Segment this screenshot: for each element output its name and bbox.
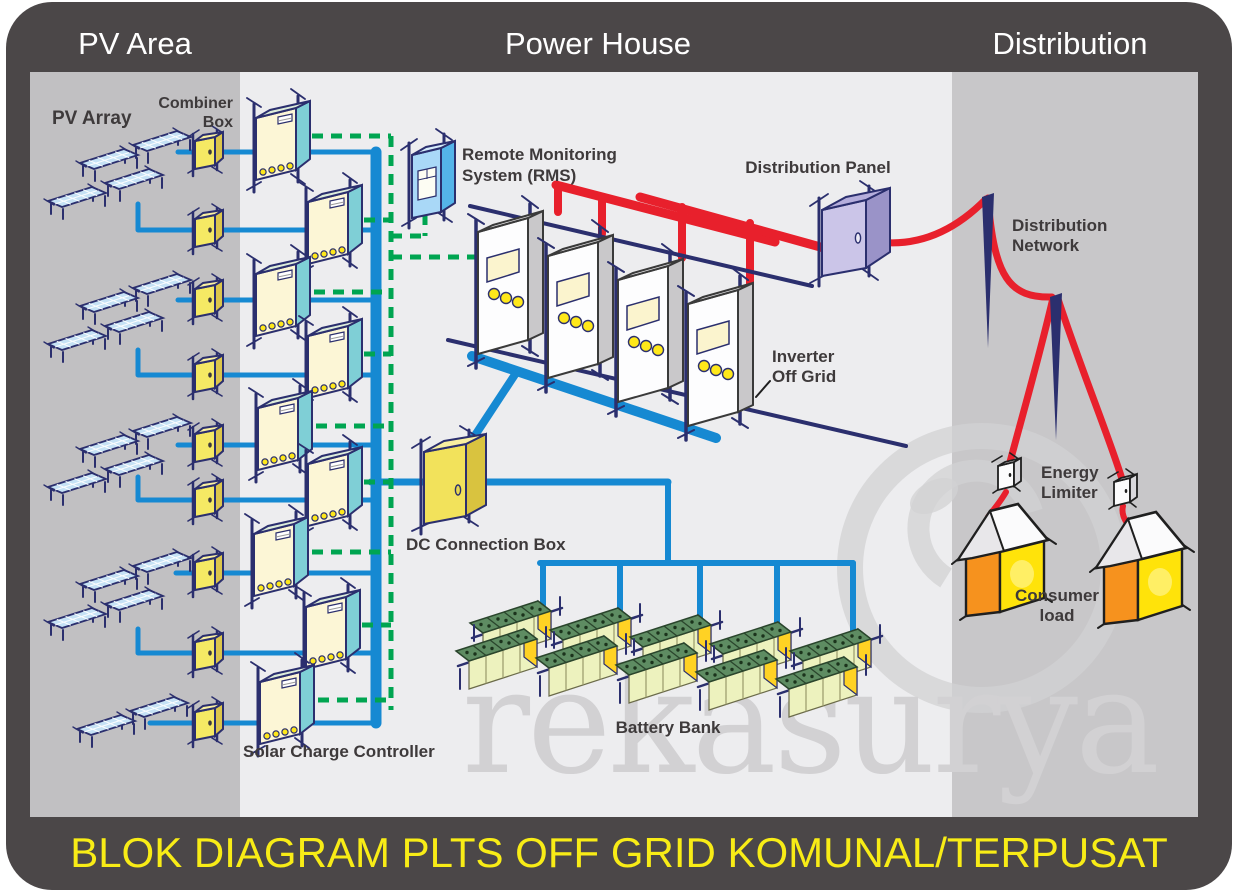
consumer-load-label-line2: load [1040, 606, 1075, 625]
inverter-label-pointer [755, 380, 771, 398]
distribution-network-label-line2: Network [1012, 236, 1080, 255]
utility-pole [1050, 293, 1062, 440]
solar-charge-controller-label: Solar Charge Controller [243, 742, 435, 761]
inverter-cabinet [466, 194, 545, 370]
rms-label-line1: Remote Monitoring [462, 145, 617, 164]
energy-limiter-label-line2: Limiter [1041, 483, 1098, 502]
zone-title-distribution: Distribution [992, 26, 1147, 61]
dc-power-lines [135, 146, 856, 729]
inverter-cabinet [606, 242, 685, 418]
rms-cabinet [400, 128, 456, 230]
consumer-load-label-line1: Consumer [1015, 586, 1099, 605]
inverter-label-line2: Off Grid [772, 367, 836, 386]
inverter-label-line1: Inverter [772, 347, 835, 366]
combiner-box-label-line1: Combiner [158, 95, 233, 112]
pv-array-label: PV Array [52, 108, 132, 129]
consumer-house-left [951, 502, 1057, 621]
inverter-dc-bus [467, 351, 721, 443]
inverter-cabinet [676, 266, 755, 442]
zone-title-power-house: Power House [505, 26, 691, 61]
distribution-network-label-line1: Distribution [1012, 216, 1107, 235]
rms-label-line2: System (RMS) [462, 166, 576, 185]
zone-title-pv-area: PV Area [78, 26, 192, 61]
inverter-cabinet [536, 218, 615, 394]
dc-connection-box-label: DC Connection Box [406, 535, 566, 554]
battery-bank-label: Battery Bank [616, 718, 721, 737]
ac-power-lines [551, 180, 1131, 528]
energy-limiter-label-line1: Energy [1041, 463, 1099, 482]
consumer-house-right [1089, 510, 1195, 629]
distribution-panel-label: Distribution Panel [745, 158, 890, 177]
diagram-title: BLOK DIAGRAM PLTS OFF GRID KOMUNAL/TERPU… [70, 829, 1168, 876]
inverters [446, 194, 908, 448]
utility-pole [982, 193, 994, 348]
dc-connection-box [411, 425, 487, 536]
monitoring-lines [312, 133, 476, 710]
distribution-network-poles [982, 193, 1062, 440]
combiner-box-label-line2: Box [203, 114, 233, 131]
distribution-panel-box [809, 180, 891, 288]
combiner-boxes [186, 124, 225, 749]
ac-bus-rail [551, 180, 780, 247]
